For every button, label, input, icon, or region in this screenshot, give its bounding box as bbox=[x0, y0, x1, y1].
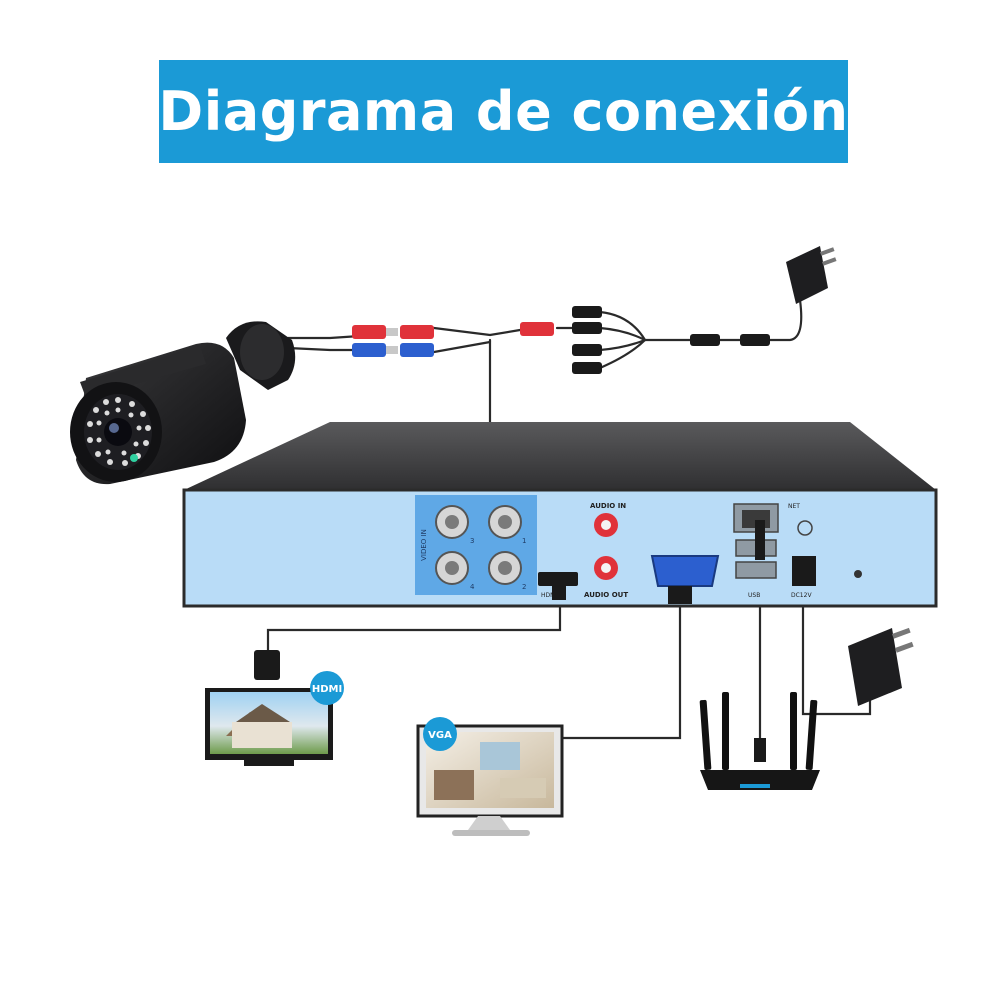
power-cable-top bbox=[768, 298, 803, 342]
title-banner: Diagrama de conexión bbox=[158, 60, 849, 163]
red-connector bbox=[352, 325, 386, 339]
page-title: Diagrama de conexión bbox=[158, 80, 849, 143]
dvr-unit: VIDEO IN 3 1 4 2 AUDIO IN AUDIO OUT HDMI… bbox=[182, 422, 938, 608]
vga-port bbox=[650, 555, 720, 587]
usb-port-2 bbox=[735, 561, 777, 579]
video-in-label: VIDEO IN bbox=[420, 529, 428, 561]
vga-monitor: VGA bbox=[416, 717, 564, 836]
bnc-ports: 3 1 4 2 bbox=[435, 505, 526, 591]
ch1-label: 1 bbox=[522, 537, 526, 545]
vga-cable bbox=[558, 598, 682, 740]
dc-cable bbox=[801, 588, 872, 716]
hdmi-monitor: HDMI bbox=[205, 650, 344, 766]
audio-in-label: AUDIO IN bbox=[590, 502, 626, 510]
hdmi-cable bbox=[266, 596, 562, 657]
bullet-camera bbox=[70, 321, 296, 485]
network-plug bbox=[755, 520, 765, 560]
hdmi-label: HDMI bbox=[541, 592, 557, 599]
hdmi-plug bbox=[254, 650, 280, 680]
dvr-top bbox=[184, 422, 936, 490]
net-label: NET bbox=[788, 503, 800, 510]
hdmi-badge bbox=[310, 671, 344, 705]
video-in-block bbox=[415, 495, 537, 595]
camera-cable bbox=[286, 334, 362, 340]
ch2-label: 2 bbox=[522, 583, 526, 591]
router-body bbox=[700, 770, 820, 790]
power-adapter-top bbox=[786, 246, 837, 304]
power-adapter-bottom bbox=[848, 627, 914, 706]
vga-badge bbox=[423, 717, 457, 751]
lens bbox=[104, 418, 132, 446]
rj45-plug bbox=[754, 738, 766, 762]
router bbox=[699, 692, 820, 790]
dc-label: DC12V bbox=[791, 592, 812, 599]
blue-connector bbox=[352, 343, 386, 357]
dc-port bbox=[792, 556, 816, 586]
audio-out-label: AUDIO OUT bbox=[584, 591, 628, 599]
vga-badge-text: VGA bbox=[428, 730, 452, 741]
hdmi-badge-text: HDMI bbox=[312, 684, 342, 695]
hdmi-port bbox=[538, 572, 578, 586]
ir-leds bbox=[87, 397, 151, 466]
ch3-label: 3 bbox=[470, 537, 474, 545]
usb-label: USB bbox=[748, 592, 760, 599]
power-splitter bbox=[572, 306, 770, 374]
ch4-label: 4 bbox=[470, 583, 475, 591]
